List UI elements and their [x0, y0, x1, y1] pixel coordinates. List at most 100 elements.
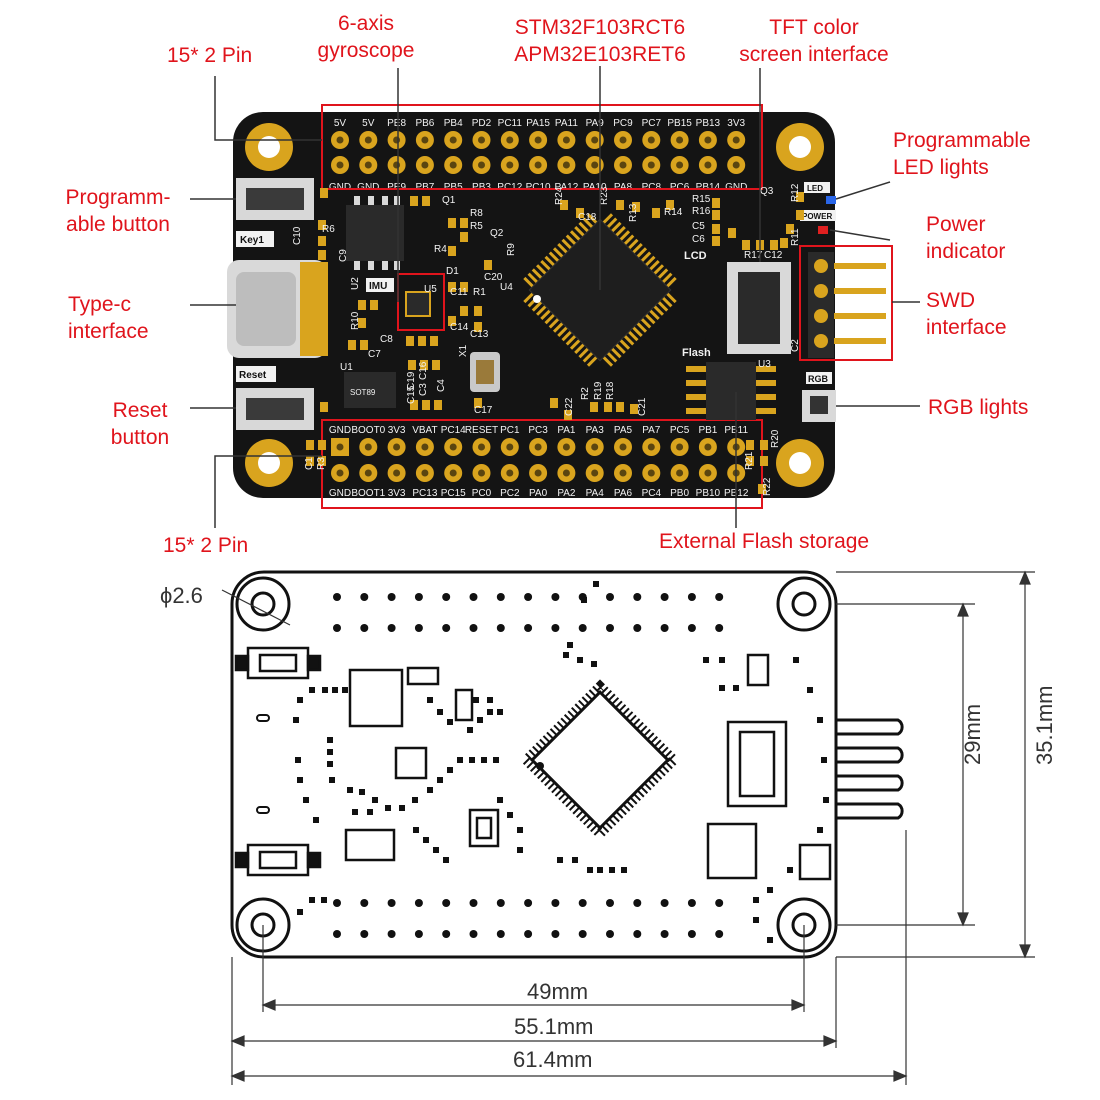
outline-small-part: [303, 797, 309, 803]
mcu-pin: [623, 234, 635, 246]
passive-part: [632, 202, 640, 212]
mcu-pins: [523, 213, 677, 367]
passive-part: [712, 236, 720, 246]
passive-part: [318, 456, 326, 466]
callout-flash: External Flash storage: [659, 530, 870, 553]
passive-part: [652, 208, 660, 218]
dim-overall-h-label: 61.4mm: [513, 1047, 592, 1072]
outline-pin-dot: [469, 899, 478, 907]
outline-small-part: [557, 857, 563, 863]
silk-d1: D1: [446, 266, 459, 277]
power-silk: POWER: [802, 212, 832, 221]
mcu-pin: [574, 226, 585, 237]
dim-hole-label: ϕ2.6: [160, 583, 203, 608]
sot-silk: SOT89: [350, 388, 376, 397]
header-pad-hole: [393, 469, 401, 477]
silk-r3: R3: [316, 457, 327, 470]
header-pad-hole: [619, 161, 627, 169]
mcu-pin: [632, 326, 643, 338]
swd-outline: [799, 245, 893, 361]
header-pad-hole: [478, 136, 485, 144]
header-pad-hole: [534, 136, 542, 144]
callout-led: Programmable LED lights: [893, 129, 1031, 179]
passive-part: [474, 306, 482, 316]
outline-small-part: [427, 697, 433, 703]
outline-small-part: [719, 685, 725, 691]
pin-label: PA4: [586, 488, 605, 499]
mcu-pin: [523, 276, 534, 288]
header-pad-hole: [591, 443, 599, 451]
pin-label: PB4: [444, 118, 463, 129]
mcu-pin: [644, 255, 656, 267]
typec-connector: [227, 260, 328, 358]
silk-r6: R6: [322, 224, 335, 235]
callout-header-bottom: 15* 2 Pin: [163, 534, 249, 557]
header-pad-hole: [619, 469, 627, 477]
silk-r14: R14: [664, 207, 683, 218]
flash-chip: [686, 362, 776, 420]
pin-label: 3V3: [388, 425, 406, 436]
silk-c6: C6: [692, 234, 705, 245]
power-silk-box: [800, 210, 836, 221]
outline-pin-dot: [606, 899, 614, 907]
mcu-pin: [574, 343, 585, 354]
outline-pin-dot: [715, 624, 724, 632]
pin-label: PA0: [529, 488, 548, 499]
outline-small-part: [497, 797, 503, 803]
outline-header-dots: [333, 593, 724, 938]
regulator-u1: [344, 372, 396, 408]
silk-r10: R10: [350, 311, 361, 330]
mcu-pin: [602, 356, 614, 367]
rgb-led-core: [810, 396, 828, 414]
pin-label: PC4: [642, 488, 662, 499]
outline-pin-dot: [687, 899, 696, 907]
header-pad-hole: [562, 161, 570, 169]
header-pad-hole: [449, 443, 457, 451]
pin-label: PA3: [586, 425, 605, 436]
dim-board-v-label: 35.1mm: [1032, 686, 1057, 765]
outline-pin-dot: [551, 624, 560, 632]
outline-small-part: [517, 847, 523, 853]
header-pad-hole: [732, 161, 740, 169]
outline-small-part: [295, 757, 301, 763]
header-pad-hole: [421, 161, 429, 169]
outline-pin-dot: [633, 593, 642, 601]
callout-rgb: RGB lights: [928, 396, 1029, 419]
header-pad-hole: [449, 161, 457, 169]
pin-label: PC1: [500, 425, 520, 436]
outline-small-part: [821, 757, 827, 763]
leader-led: [835, 181, 891, 200]
outline-small-part: [297, 697, 303, 703]
header-pad-hole: [421, 443, 429, 451]
outline-pin-dot: [660, 899, 669, 907]
silk-c14: C14: [450, 322, 469, 333]
outline-pin-dot: [496, 593, 505, 601]
pin-label: PB3: [472, 182, 491, 193]
outline-pin-dot: [687, 930, 696, 938]
silk-c1: C1: [304, 457, 315, 470]
outline-pin-dot: [442, 624, 451, 632]
arrow: [791, 999, 806, 1011]
passive-part: [448, 282, 456, 292]
reset-silk-box: [236, 366, 276, 382]
mcu-pin: [548, 251, 560, 263]
outline-small-part: [443, 857, 449, 863]
mcu-pin: [661, 272, 673, 284]
swd-pin: [834, 288, 886, 294]
passive-part: [560, 200, 568, 210]
outline-small-part: [817, 717, 823, 723]
silk-c4: C4: [436, 379, 447, 392]
outline-small-part: [321, 897, 327, 903]
outline-small-part: [352, 809, 358, 815]
outline-small-part: [332, 687, 338, 693]
header-pad-hole: [449, 136, 457, 144]
outline-small-parts: [256, 581, 829, 943]
mcu-pin: [586, 213, 598, 224]
passive-part: [360, 340, 368, 350]
dim-hole-v-label: 29mm: [960, 704, 985, 765]
header-pad-hole: [591, 161, 599, 169]
silk-c13: C13: [470, 329, 489, 340]
passive-part: [410, 196, 418, 206]
outline-pin-dot: [578, 624, 587, 632]
pin-label: PC0: [472, 488, 492, 499]
